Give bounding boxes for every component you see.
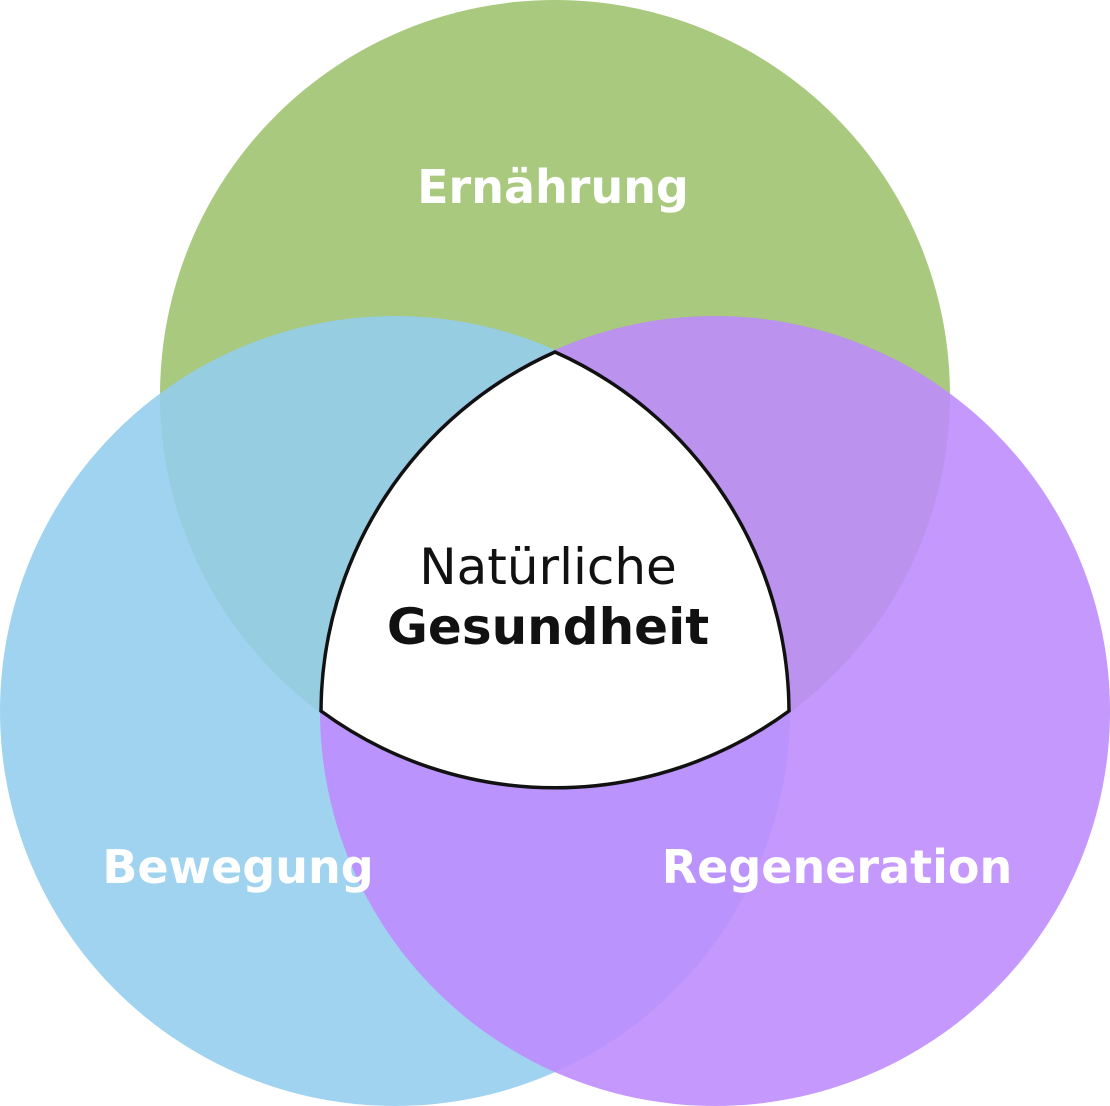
center-label-line1: Natürliche bbox=[419, 538, 677, 596]
label-regeneration: Regeneration bbox=[662, 840, 1013, 894]
center-intersection-region bbox=[319, 350, 791, 790]
label-ernaehrung: Ernährung bbox=[417, 160, 689, 214]
center-label-line2: Gesundheit bbox=[387, 598, 709, 656]
label-bewegung: Bewegung bbox=[102, 840, 373, 894]
